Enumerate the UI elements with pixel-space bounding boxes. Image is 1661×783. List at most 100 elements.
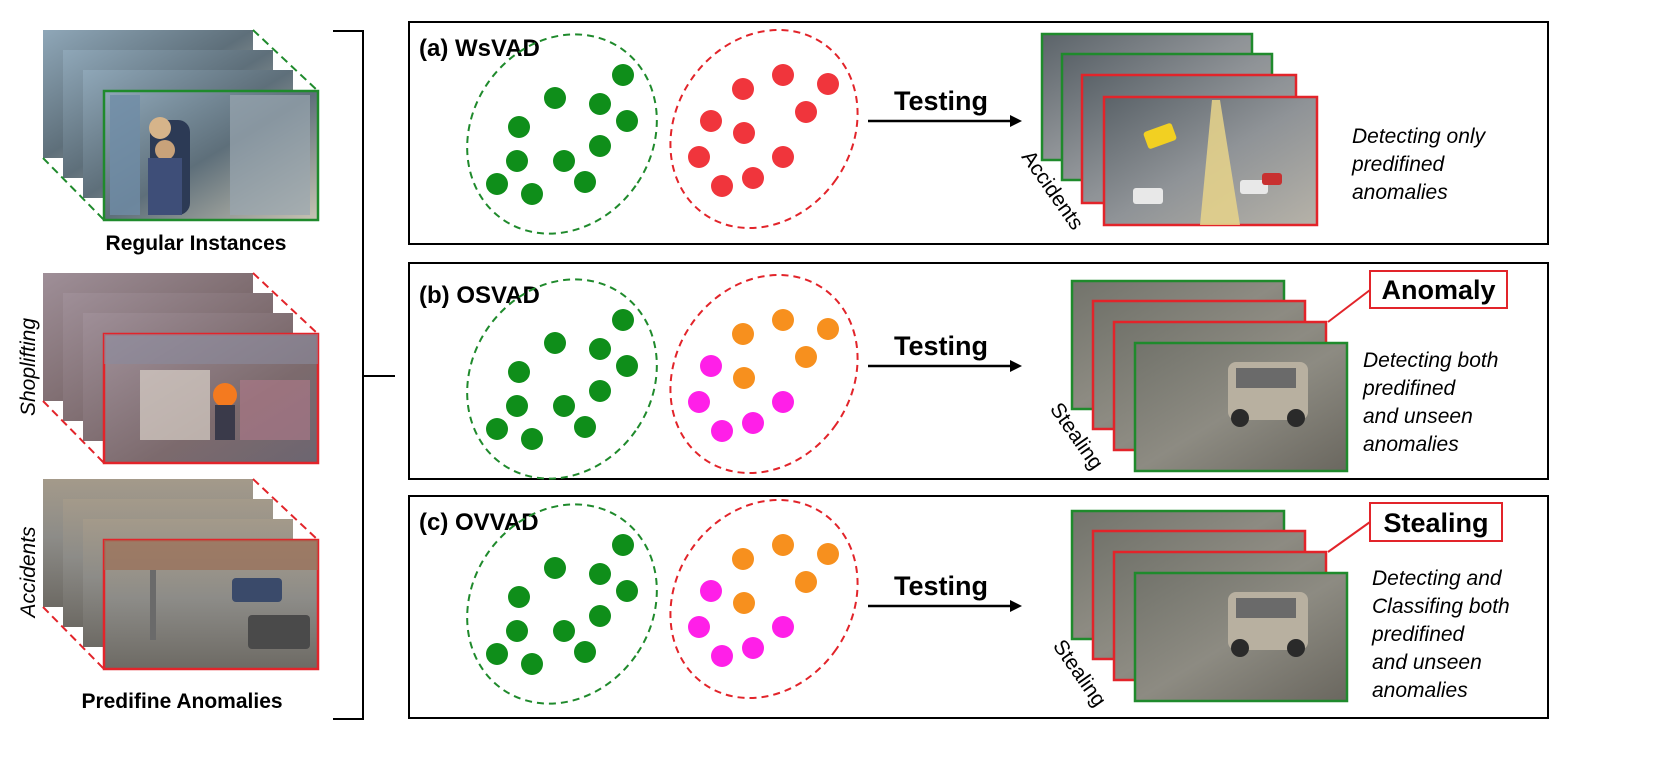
accidents-label: Accidents xyxy=(17,526,40,620)
anomaly-cluster xyxy=(669,28,859,230)
anomaly-cluster xyxy=(669,498,859,700)
normal-sample-dot xyxy=(616,580,638,602)
description-line: Detecting both xyxy=(1363,349,1498,372)
normal-cluster-outline xyxy=(466,503,658,705)
regular-instances-stack: Regular Instances xyxy=(42,29,320,255)
anomaly-sample-dot xyxy=(733,592,755,614)
accidents-frame xyxy=(102,538,320,671)
shoplifting-stack: Shoplifting xyxy=(17,272,320,465)
normal-sample-dot xyxy=(589,605,611,627)
normal-sample-dot xyxy=(508,361,530,383)
description-line: Detecting only xyxy=(1352,125,1487,148)
anomaly-sample-dot xyxy=(772,309,794,331)
result-box xyxy=(1369,502,1503,542)
result-label-box: Anomaly xyxy=(1327,270,1508,323)
normal-sample-dot xyxy=(574,416,596,438)
anomaly-sample-dot xyxy=(688,391,710,413)
description-line: predifined xyxy=(1351,153,1446,176)
normal-sample-dot xyxy=(574,171,596,193)
description-line: anomalies xyxy=(1363,433,1459,456)
regular-frame xyxy=(102,89,320,222)
anomaly-sample-dot xyxy=(733,367,755,389)
anomaly-sample-dot xyxy=(795,571,817,593)
normal-sample-dot xyxy=(506,620,528,642)
normal-sample-dot xyxy=(521,653,543,675)
anomaly-sample-dot xyxy=(772,64,794,86)
normal-sample-dot xyxy=(612,64,634,86)
anomaly-sample-dot xyxy=(732,548,754,570)
anomaly-cluster xyxy=(669,273,859,475)
result-text: Stealing xyxy=(1383,508,1488,538)
anomaly-sample-dot xyxy=(742,412,764,434)
anomaly-sample-dot xyxy=(795,346,817,368)
anomaly-sample-dot xyxy=(711,645,733,667)
normal-sample-dot xyxy=(612,309,634,331)
normal-sample-dot xyxy=(589,563,611,585)
normal-sample-dot xyxy=(589,93,611,115)
normal-sample-dot xyxy=(486,173,508,195)
anomaly-sample-dot xyxy=(772,146,794,168)
result-connector xyxy=(1327,289,1371,323)
description-line: Classifing both xyxy=(1372,595,1510,618)
anomaly-sample-dot xyxy=(772,534,794,556)
test-video-stack xyxy=(1040,32,1319,227)
left-column: Regular Instances Shoplifting xyxy=(17,29,395,720)
normal-sample-dot xyxy=(521,428,543,450)
panel-title: (c) OVVAD xyxy=(419,509,539,536)
normal-sample-dot xyxy=(544,87,566,109)
panel-frame xyxy=(408,262,1549,480)
description-line: Detecting and xyxy=(1372,567,1503,590)
panel-frame xyxy=(408,21,1549,245)
anomaly-sample-dot xyxy=(742,637,764,659)
anomaly-sample-dot xyxy=(742,167,764,189)
anomaly-sample-dot xyxy=(700,355,722,377)
anomaly-sample-dot xyxy=(817,543,839,565)
normal-sample-dot xyxy=(486,643,508,665)
accidents-stack: Accidents Predifine Anomalies xyxy=(17,478,320,713)
result-box xyxy=(1369,270,1508,309)
normal-sample-dot xyxy=(589,338,611,360)
normal-sample-dot xyxy=(506,150,528,172)
testing-label: Testing xyxy=(894,331,988,361)
normal-sample-dot xyxy=(521,183,543,205)
test-video-stack xyxy=(1070,279,1349,473)
normal-sample-dot xyxy=(544,332,566,354)
result-text: Anomaly xyxy=(1381,275,1495,305)
anomaly-sample-dot xyxy=(700,580,722,602)
normal-sample-dot xyxy=(553,150,575,172)
description-line: and unseen xyxy=(1372,651,1482,674)
testing-label: Testing xyxy=(894,86,988,116)
normal-sample-dot xyxy=(553,395,575,417)
anomaly-sample-dot xyxy=(732,78,754,100)
description-line: predifined xyxy=(1371,623,1466,646)
panels: (a) WsVAD Testing Accidents Detecting on… xyxy=(408,21,1549,719)
description-line: anomalies xyxy=(1352,181,1448,204)
anomaly-sample-dot xyxy=(795,101,817,123)
anomaly-sample-dot xyxy=(688,616,710,638)
panel-frame xyxy=(408,495,1549,719)
normal-sample-dot xyxy=(508,586,530,608)
normal-sample-dot xyxy=(574,641,596,663)
normal-sample-dot xyxy=(589,135,611,157)
anomaly-sample-dot xyxy=(688,146,710,168)
anomaly-sample-dot xyxy=(711,175,733,197)
panel-wsvad: (a) WsVAD Testing Accidents Detecting on… xyxy=(408,21,1549,245)
normal-sample-dot xyxy=(508,116,530,138)
grouping-bracket xyxy=(333,30,364,720)
result-connector xyxy=(1327,521,1371,553)
normal-cluster xyxy=(466,278,658,480)
anomaly-sample-dot xyxy=(817,318,839,340)
panel-description: Detecting only predifined anomalies xyxy=(1351,125,1487,204)
shoplifting-frame xyxy=(102,332,320,465)
normal-cluster-outline xyxy=(466,278,658,480)
panel-title: (a) WsVAD xyxy=(419,35,540,62)
description-line: anomalies xyxy=(1372,679,1468,702)
description-line: predifined xyxy=(1362,377,1457,400)
panel-ovvad: (c) OVVAD Testing Stealing Stealing Dete… xyxy=(408,495,1549,719)
anomaly-sample-dot xyxy=(772,391,794,413)
anomaly-sample-dot xyxy=(772,616,794,638)
normal-sample-dot xyxy=(506,395,528,417)
